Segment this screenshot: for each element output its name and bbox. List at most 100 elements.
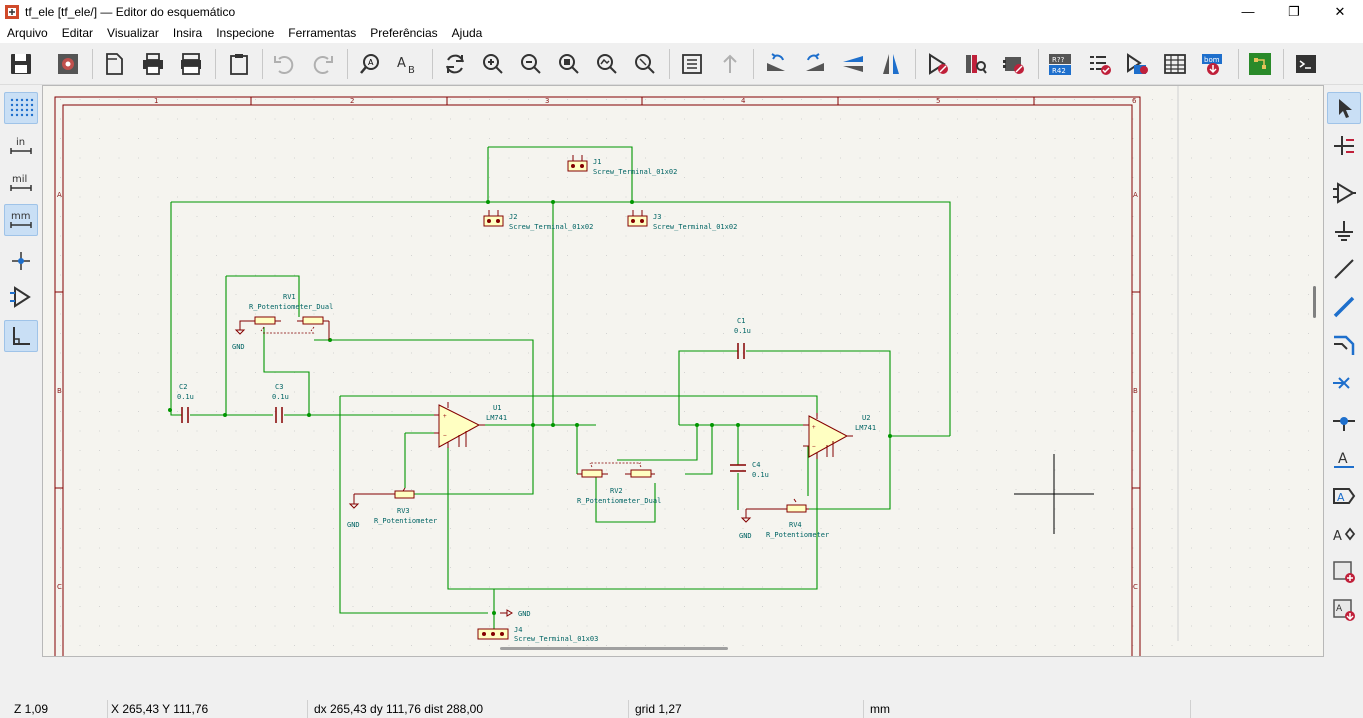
zoom-selection-icon[interactable] [631, 50, 659, 78]
page-settings-icon[interactable] [100, 50, 128, 78]
menu-ajuda[interactable]: Ajuda [451, 26, 483, 40]
pcb-editor-icon[interactable] [1246, 50, 1274, 78]
connector-j3[interactable]: J3 Screw_Terminal_01x02 [627, 210, 737, 231]
cursor-shape-button[interactable] [4, 245, 38, 277]
plot-icon[interactable] [177, 50, 205, 78]
hier-label-tool[interactable]: A [1327, 518, 1361, 550]
schematic-setup-icon[interactable] [54, 50, 82, 78]
redo-icon[interactable] [309, 50, 337, 78]
erc-icon[interactable] [1086, 50, 1114, 78]
vertical-scrollbar[interactable] [1313, 286, 1316, 318]
net-label-tool[interactable]: A [1327, 442, 1361, 474]
potentiometer-rv3[interactable]: RV3 R_Potentiometer [354, 487, 437, 525]
potentiometer-rv1[interactable]: RV1 R_Potentiometer_Dual [247, 293, 333, 340]
gnd-symbol-j4[interactable]: GND [500, 609, 531, 618]
unit-inches-button[interactable]: in [4, 130, 38, 162]
capacitor-c3[interactable]: C3 0.1u [272, 383, 289, 423]
refresh-icon[interactable] [441, 50, 469, 78]
menu-preferencias[interactable]: Preferências [370, 26, 438, 40]
print-icon[interactable] [139, 50, 167, 78]
add-wire-tool[interactable] [1327, 253, 1361, 285]
mirror-v-icon[interactable] [839, 50, 867, 78]
undo-icon[interactable] [270, 50, 298, 78]
highlight-net-tool[interactable] [1327, 129, 1361, 161]
c2-ref: C2 [179, 383, 187, 391]
zoom-objects-icon[interactable] [593, 50, 621, 78]
add-bus-tool[interactable] [1327, 291, 1361, 323]
unit-mils-button[interactable]: mil [4, 167, 38, 199]
j3-value: Screw_Terminal_01x02 [653, 223, 737, 231]
symbol-browser-icon[interactable] [962, 50, 990, 78]
annotate-icon[interactable]: R??R42 [1046, 50, 1074, 78]
zoom-out-icon[interactable] [517, 50, 545, 78]
maximize-button[interactable]: ❐ [1288, 3, 1300, 19]
menu-insira[interactable]: Insira [172, 26, 203, 40]
menu-inspecione[interactable]: Inspecione [216, 26, 275, 40]
add-sheet-tool[interactable] [1327, 556, 1361, 588]
bus-entry-tool[interactable] [1327, 329, 1361, 361]
menu-arquivo[interactable]: Arquivo [7, 26, 48, 40]
gnd-symbol-rv3[interactable]: GND [347, 494, 360, 529]
add-power-tool[interactable] [1327, 215, 1361, 247]
leave-sheet-icon[interactable] [716, 50, 744, 78]
capacitor-c4[interactable]: C4 0.1u [730, 461, 769, 479]
find-icon[interactable]: A [356, 50, 384, 78]
mirror-h-icon[interactable] [877, 50, 905, 78]
global-label-icon: A [1333, 488, 1356, 504]
opamp-u2[interactable]: + − U2 LM741 [803, 413, 876, 459]
connector-j4[interactable]: J4 Screw_Terminal_01x03 [477, 626, 598, 643]
gnd-symbol-rv1[interactable]: GND [232, 320, 247, 351]
capacitor-c1[interactable]: C1 0.1u [734, 317, 751, 359]
junction-tool[interactable] [1327, 405, 1361, 437]
menu-editar[interactable]: Editar [61, 26, 94, 40]
add-bus-icon [1333, 296, 1355, 318]
footprint-assign-icon[interactable] [1000, 50, 1028, 78]
capacitor-c2[interactable]: C2 0.1u [177, 383, 194, 423]
wires[interactable] [170, 146, 951, 631]
crosshair-icon [12, 252, 30, 270]
global-label-tool[interactable]: A [1327, 480, 1361, 512]
connector-j2[interactable]: J2 Screw_Terminal_01x02 [483, 210, 593, 231]
c1-ref: C1 [737, 317, 745, 325]
gnd-symbol-rv4[interactable]: GND [739, 509, 752, 540]
field-editor-icon[interactable] [1161, 50, 1189, 78]
rotate-cw-icon[interactable] [801, 50, 829, 78]
potentiometer-rv4[interactable]: RV4 R_Potentiometer [746, 498, 829, 539]
hierarchy-navigator-icon[interactable] [678, 50, 706, 78]
save-icon[interactable] [7, 50, 35, 78]
menu-visualizar[interactable]: Visualizar [107, 26, 159, 40]
menu-ferramentas[interactable]: Ferramentas [288, 26, 357, 40]
u2-minus: − [812, 443, 816, 450]
u1-plus: + [443, 413, 447, 420]
line-angle-button[interactable] [4, 320, 38, 352]
gnd-label-rv4: GND [739, 532, 752, 540]
rotate-ccw-icon[interactable] [762, 50, 790, 78]
zoom-fit-icon[interactable] [555, 50, 583, 78]
add-symbol-tool[interactable] [1327, 177, 1361, 209]
zoom-in-icon[interactable] [479, 50, 507, 78]
line-angle-icon [13, 327, 30, 345]
horizontal-scrollbar[interactable] [500, 647, 728, 650]
import-sheet-pin-tool[interactable]: A [1327, 594, 1361, 626]
junction-icon [1333, 417, 1355, 431]
scripting-console-icon[interactable] [1292, 50, 1320, 78]
schematic-canvas[interactable]: 1 2 3 4 5 6 A B C A B C [42, 85, 1324, 657]
opamp-u1[interactable]: + − U1 LM741 [434, 402, 507, 448]
bom-icon[interactable]: bom [1199, 50, 1227, 78]
unit-mm-button[interactable]: mm [4, 204, 38, 236]
connector-j1[interactable]: J1 Screw_Terminal_01x02 [567, 155, 677, 176]
status-bar: Z 1,09 X 265,43 Y 111,76 dx 265,43 dy 11… [0, 700, 1363, 718]
grid-toggle-button[interactable] [4, 92, 38, 124]
potentiometer-rv2[interactable]: RV2 R_Potentiometer_Dual [577, 462, 661, 505]
symbol-editor-icon[interactable] [924, 50, 952, 78]
no-connect-tool[interactable] [1327, 367, 1361, 399]
select-tool[interactable] [1327, 92, 1361, 124]
border-row-a-left: A [57, 191, 62, 199]
close-button[interactable]: ✕ [1334, 3, 1346, 19]
hidden-pins-button[interactable] [4, 281, 38, 313]
border-col-1: 1 [154, 97, 158, 105]
paste-icon[interactable] [225, 50, 253, 78]
minimize-button[interactable]: — [1241, 4, 1255, 19]
simulator-icon[interactable] [1123, 50, 1151, 78]
